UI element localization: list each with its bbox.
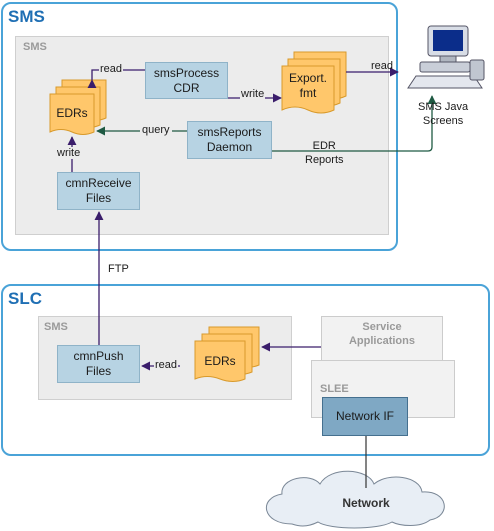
sms-region-title: SMS xyxy=(8,7,45,26)
label-query: query xyxy=(140,124,172,136)
network-cloud-label: Network xyxy=(342,496,390,510)
export-fmt-label-1: Export. xyxy=(289,71,327,85)
edrs-bottom-document: EDRs xyxy=(194,326,260,382)
label-read-right: read xyxy=(371,60,394,72)
label-read-top: read xyxy=(99,63,124,75)
sms-java-screens-label: SMS Java Screens xyxy=(418,101,469,127)
export-fmt-document: Export. fmt xyxy=(281,51,347,114)
arrow-edrs-to-smsprocess xyxy=(87,69,145,89)
sms-reports-daemon-box: smsReports Daemon xyxy=(187,121,272,159)
arrow-daemon-to-screens xyxy=(272,95,437,152)
label-write-left: write xyxy=(56,147,82,159)
sms-panel-title: SMS xyxy=(23,41,47,53)
sms-process-cdr-box: smsProcess CDR xyxy=(145,62,228,99)
label-write-mid: write xyxy=(240,88,266,100)
slee-label: SLEE xyxy=(320,383,349,395)
cmn-receive-files-box: cmnReceive Files xyxy=(57,172,140,210)
service-applications-box: Service Applications xyxy=(321,316,443,361)
cmn-push-files-box: cmnPush Files xyxy=(57,345,140,383)
label-edr-reports: EDR Reports xyxy=(305,140,344,166)
label-ftp: FTP xyxy=(108,263,129,275)
network-cloud: Network xyxy=(265,470,445,529)
edrs-bottom-label: EDRs xyxy=(204,354,235,368)
slc-sms-panel-title: SMS xyxy=(44,321,68,333)
network-if-box: Network IF xyxy=(322,397,408,436)
export-fmt-label-2: fmt xyxy=(300,86,317,100)
label-read-bottom: read xyxy=(154,359,179,371)
slc-region-title: SLC xyxy=(8,289,42,308)
computer-icon xyxy=(407,25,485,89)
edrs-top-document: EDRs xyxy=(49,79,107,135)
edrs-top-label: EDRs xyxy=(56,106,87,120)
